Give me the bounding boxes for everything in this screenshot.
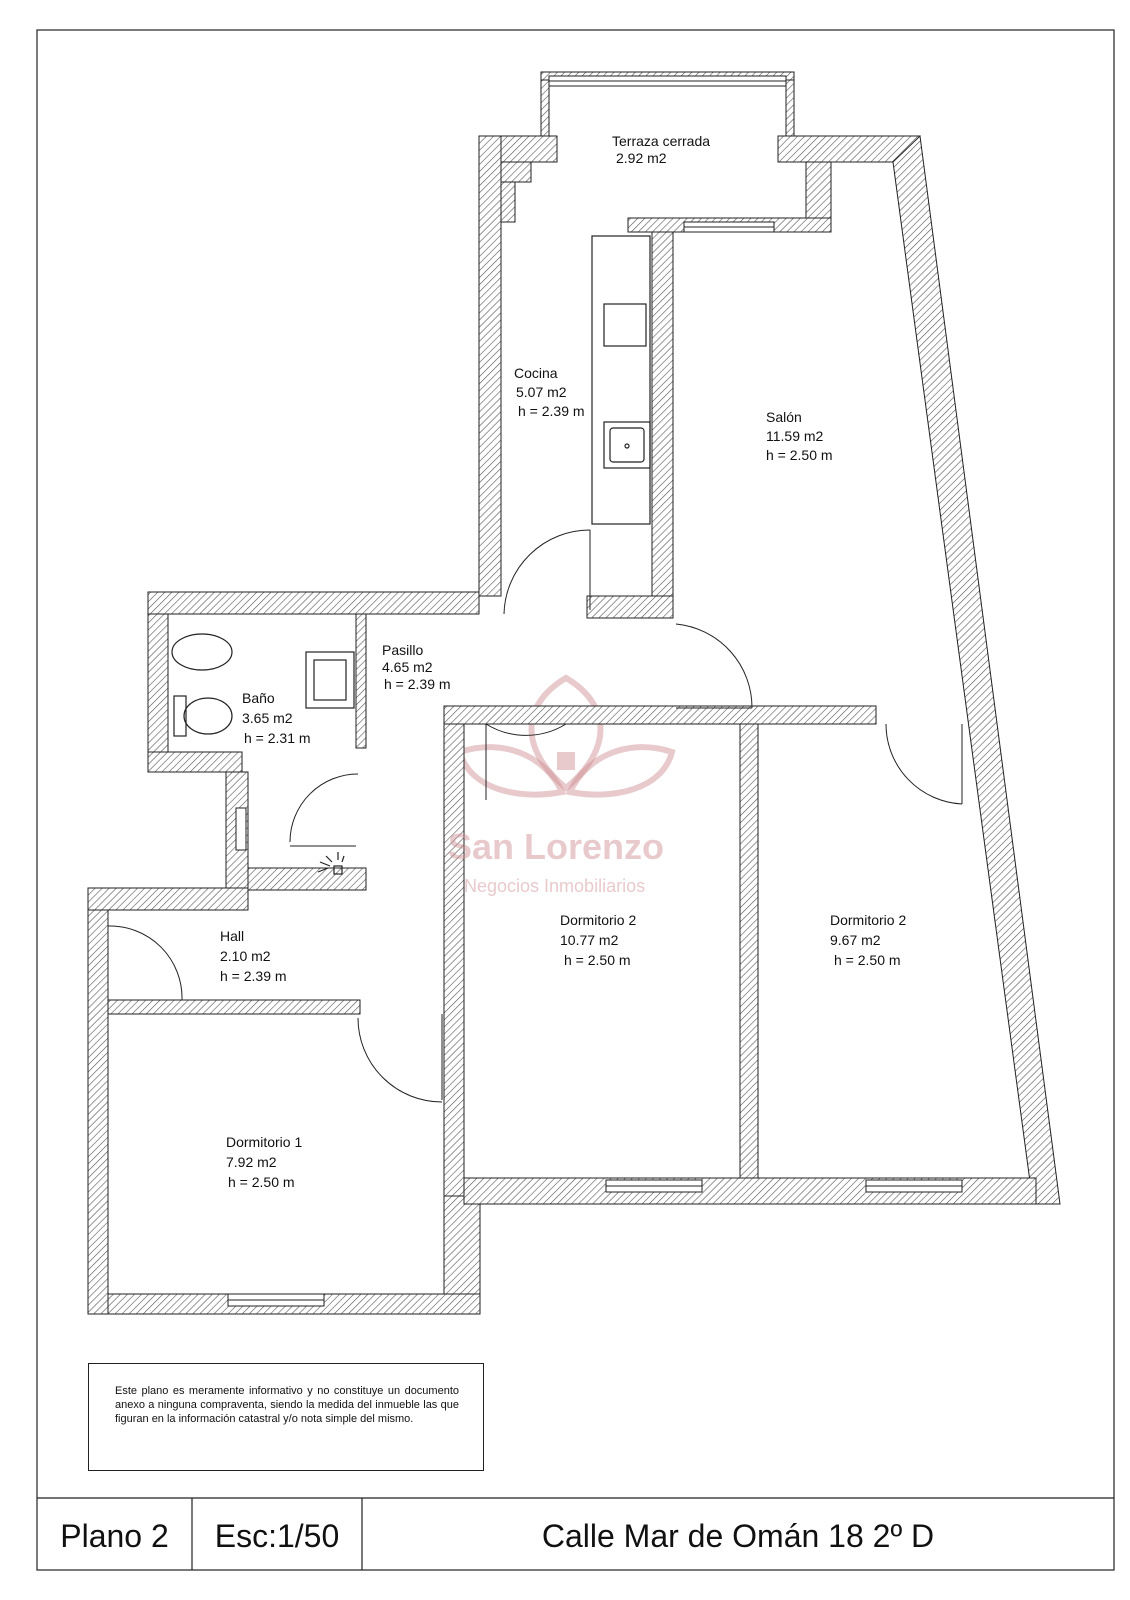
watermark-brand-name: San Lorenzo xyxy=(448,826,665,867)
room-height: h = 2.50 m xyxy=(834,952,901,968)
kitchen-counter xyxy=(591,235,651,525)
room-area: 5.07 m2 xyxy=(516,384,567,400)
disclaimer-box: Este plano es meramente informativo y no… xyxy=(88,1363,484,1471)
sink-icon xyxy=(603,421,651,469)
room-area: 11.59 m2 xyxy=(766,428,824,444)
room-height: h = 2.31 m xyxy=(244,730,311,746)
room-height: h = 2.39 m xyxy=(384,676,451,692)
room-label-dormitorio-1: Dormitorio 1 7.92 m2 h = 2.50 m xyxy=(226,1132,302,1192)
room-label-hall: Hall 2.10 m2 h = 2.39 m xyxy=(220,926,287,986)
room-name: Cocina xyxy=(514,365,558,381)
toilet-bowl-icon xyxy=(183,697,233,735)
walls xyxy=(87,71,1061,1315)
water-heater-icon xyxy=(333,865,343,875)
room-name: Pasillo xyxy=(382,642,424,658)
sheet-border xyxy=(36,29,1115,1571)
bathroom-fixtures xyxy=(171,633,355,875)
room-label-cocina: Cocina 5.07 m2 h = 2.39 m xyxy=(514,364,585,421)
room-area: 2.10 m2 xyxy=(220,948,271,964)
room-area: 10.77 m2 xyxy=(560,932,619,948)
sink-icon xyxy=(171,633,233,671)
room-height: h = 2.39 m xyxy=(220,968,287,984)
plan-number: Plano 2 xyxy=(60,1518,169,1554)
room-label-pasillo: Pasillo 4.65 m2 h = 2.39 m xyxy=(382,642,451,693)
property-address: Calle Mar de Omán 18 2º D xyxy=(541,1518,935,1554)
room-name: Dormitorio 2 xyxy=(560,912,637,928)
room-area: 4.65 m2 xyxy=(382,659,433,675)
room-label-terraza: Terraza cerrada 2.92 m2 xyxy=(612,133,710,167)
doors xyxy=(107,529,963,1103)
room-name: Salón xyxy=(766,409,802,425)
room-name: Hall xyxy=(220,928,245,944)
room-name: Dormitorio 1 xyxy=(226,1134,303,1150)
room-label-dormitorio-2b: Dormitorio 2 9.67 m2 h = 2.50 m xyxy=(830,910,906,970)
room-area: 3.65 m2 xyxy=(242,710,293,726)
room-name: Terraza cerrada xyxy=(612,133,711,149)
windows xyxy=(227,75,963,1307)
room-height: h = 2.39 m xyxy=(518,403,585,419)
room-name: Dormitorio 2 xyxy=(830,912,907,928)
room-height: h = 2.50 m xyxy=(564,952,631,968)
room-name: Baño xyxy=(242,690,275,706)
watermark-tagline: Negocios Inmobiliarios xyxy=(464,876,646,896)
room-area: 7.92 m2 xyxy=(226,1154,277,1170)
toilet-tank-icon xyxy=(173,695,187,737)
room-area: 2.92 m2 xyxy=(616,150,667,166)
watermark-logo-icon xyxy=(456,674,676,798)
shower-tray-icon xyxy=(305,651,355,709)
cooktop-icon xyxy=(603,303,647,347)
room-height: h = 2.50 m xyxy=(766,447,833,463)
disclaimer-text: Este plano es meramente informativo y no… xyxy=(115,1385,459,1425)
room-area: 9.67 m2 xyxy=(830,932,881,948)
room-label-dormitorio-2a: Dormitorio 2 10.77 m2 h = 2.50 m xyxy=(560,910,636,970)
room-height: h = 2.50 m xyxy=(228,1174,295,1190)
plan-scale: Esc:1/50 xyxy=(214,1518,340,1554)
room-label-salon: Salón 11.59 m2 h = 2.50 m xyxy=(766,408,833,465)
room-label-bano: Baño 3.65 m2 h = 2.31 m xyxy=(242,688,311,748)
